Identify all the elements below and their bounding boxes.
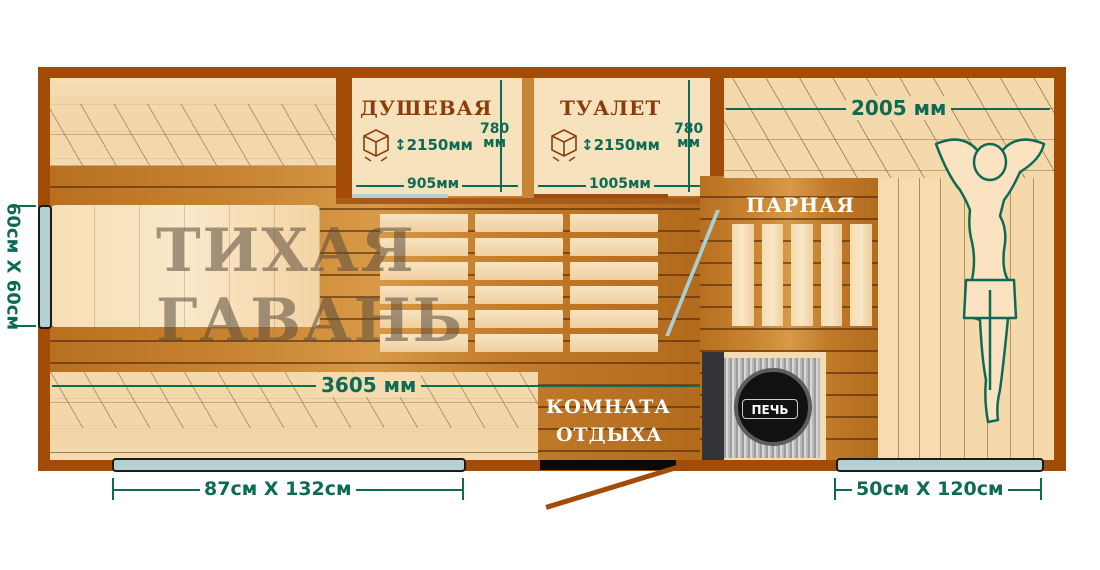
floor-grate — [380, 214, 660, 360]
cube-dimensions-icon — [362, 128, 390, 162]
stove: ПЕЧЬ — [702, 352, 826, 460]
toilet-door — [534, 194, 668, 200]
steam-room-label: ПАРНАЯ — [746, 193, 856, 217]
steam-room-width-dim: 2005 мм — [846, 96, 952, 120]
shower-width-dim: 905мм — [404, 176, 463, 192]
toilet-depth-arrow — [688, 80, 690, 192]
table — [50, 205, 320, 327]
shower-door — [352, 194, 448, 200]
toilet-label: ТУАЛЕТ — [560, 96, 662, 120]
rest-room-top-bench — [50, 78, 336, 166]
watermark-line2: ГАВАНЬ — [156, 286, 465, 356]
watermark-line1: ТИХАЯ — [156, 216, 416, 286]
stove-label: ПЕЧЬ — [742, 399, 798, 419]
window-left — [38, 205, 52, 329]
steam-room-grate — [732, 224, 872, 326]
rest-room-bottom-bench — [50, 372, 538, 460]
shower-depth-arrow — [500, 80, 502, 192]
window-bottom-right — [836, 458, 1044, 472]
toilet-height-dim: ↕2150мм — [581, 136, 660, 154]
window-bottom-left-dim: 87см X 132см — [200, 478, 356, 500]
toilet-width-dim: 1005мм — [586, 176, 654, 192]
window-bottom-left — [112, 458, 466, 472]
window-left-dim: 60см X 60см — [2, 202, 24, 331]
cube-dimensions-icon — [550, 128, 578, 162]
entrance-door-opening — [540, 460, 676, 470]
steam-room-shelf — [878, 178, 942, 460]
rest-room-length-dim: 3605 мм — [316, 373, 422, 397]
window-bottom-right-dim: 50см X 120см — [852, 478, 1008, 500]
rest-room-label-line2: ОТДЫХА — [556, 424, 663, 446]
rest-room-label-line1: КОМНАТА — [546, 396, 671, 418]
person-icon — [928, 130, 1052, 430]
shower-height-dim: ↕2150мм — [394, 136, 473, 154]
shower-label: ДУШЕВАЯ — [360, 96, 493, 120]
